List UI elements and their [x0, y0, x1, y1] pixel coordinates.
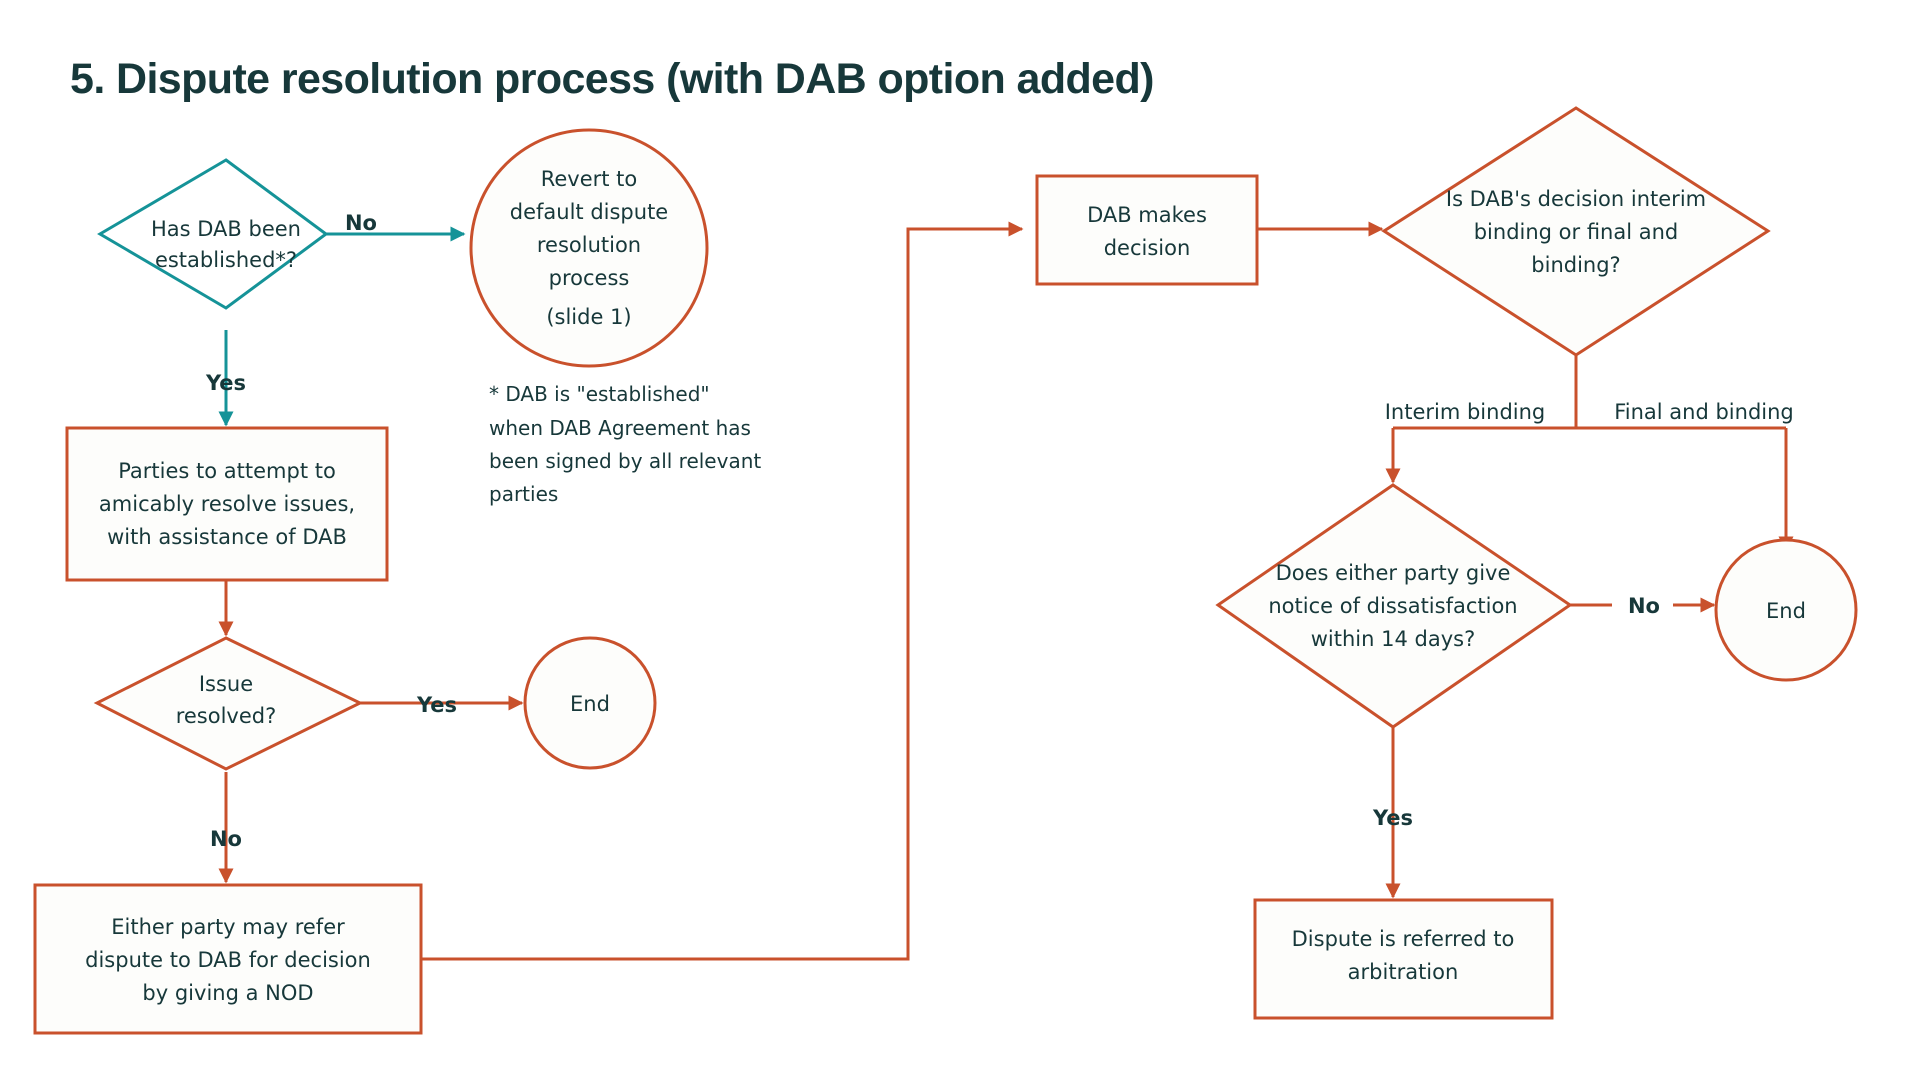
footnote-line-4: parties — [489, 482, 558, 506]
circle-shape — [1714, 538, 1858, 682]
edge-label-interim-binding: Interim binding — [1385, 400, 1546, 424]
connector-refer-to-dabdecision — [421, 221, 1024, 961]
node-label-line-3: binding? — [1531, 253, 1620, 277]
node-label-line-3: resolution — [537, 233, 641, 257]
node-label-line-3: with assistance of DAB — [107, 525, 347, 549]
node-notice-of-dissatisfaction[interactable]: Does either party give notice of dissati… — [1215, 483, 1573, 729]
node-either-party-refer[interactable]: Either party may refer dispute to DAB fo… — [33, 883, 423, 1035]
node-dab-makes-decision[interactable]: DAB makes decision — [1035, 174, 1259, 286]
node-label-line-2: notice of dissatisfaction — [1268, 594, 1517, 618]
node-referred-to-arbitration[interactable]: Dispute is referred to arbitration — [1253, 898, 1554, 1020]
node-label-line-1: Does either party give — [1276, 561, 1511, 585]
edge-label-hasdab-yes: Yes — [205, 371, 246, 395]
edge-label-hasdab-no: No — [345, 211, 377, 235]
rect-shape — [1253, 898, 1554, 1020]
rect-shape — [65, 426, 389, 582]
node-label: End — [570, 692, 610, 716]
node-label-line-1: Either party may refer — [111, 915, 345, 939]
rect-shape — [1035, 174, 1259, 286]
connector-decision-split — [1393, 355, 1786, 430]
node-label-line-4: process — [549, 266, 630, 290]
diamond-shape — [1381, 106, 1771, 357]
edge-label-issue-no: No — [210, 827, 242, 851]
footnote-dab-established: * DAB is "established" when DAB Agreemen… — [489, 382, 761, 506]
edge-label-issue-yes: Yes — [416, 693, 457, 717]
node-parties-attempt-resolve[interactable]: Parties to attempt to amicably resolve i… — [65, 426, 389, 582]
node-label-line-2: arbitration — [1348, 960, 1459, 984]
circle-shape — [523, 636, 657, 770]
page-title: 5. Dispute resolution process (with DAB … — [70, 55, 1154, 103]
diamond-shape — [93, 636, 364, 771]
node-label-line-2: resolved? — [176, 704, 277, 728]
node-label: End — [1766, 599, 1806, 623]
node-end-left[interactable]: End — [523, 636, 657, 770]
node-label-line-1: Parties to attempt to — [118, 459, 336, 483]
edge-label-nod-no: No — [1628, 594, 1660, 618]
node-label-line-3: within 14 days? — [1311, 627, 1475, 651]
node-has-dab-established[interactable]: Has DAB been established*? — [97, 158, 329, 310]
footnote-line-2: when DAB Agreement has — [489, 416, 751, 440]
circle-shape — [469, 128, 709, 368]
edge-label-nod-yes: Yes — [1372, 806, 1413, 830]
node-label-line-2: binding or final and — [1474, 220, 1679, 244]
footnote-line-1: * DAB is "established" — [489, 382, 710, 406]
node-label-line-3: by giving a NOD — [142, 981, 313, 1005]
edge-label-final-and-binding: Final and binding — [1614, 400, 1794, 424]
node-label-line-1: DAB makes — [1087, 203, 1207, 227]
node-revert-default-process[interactable]: Revert to default dispute resolution pro… — [469, 128, 709, 368]
rect-shape — [33, 883, 423, 1035]
node-label-line-1: Issue — [199, 672, 253, 696]
node-label-line-2: default dispute — [510, 200, 668, 224]
node-issue-resolved[interactable]: Issue resolved? — [93, 636, 364, 771]
node-label-line-1: Has DAB been — [151, 217, 301, 241]
node-label-line-1: Is DAB's decision interim — [1446, 187, 1706, 211]
node-label-line-5: (slide 1) — [546, 305, 631, 329]
node-is-dab-decision-binding[interactable]: Is DAB's decision interim binding or fin… — [1381, 106, 1771, 357]
node-label-line-2: dispute to DAB for decision — [85, 948, 371, 972]
node-label-line-1: Revert to — [541, 167, 638, 191]
node-label-line-2: amicably resolve issues, — [99, 492, 355, 516]
diamond-shape — [97, 158, 329, 310]
node-label-line-2: decision — [1104, 236, 1191, 260]
node-label-line-1: Dispute is referred to — [1292, 927, 1515, 951]
node-end-right[interactable]: End — [1714, 538, 1858, 682]
footnote-line-3: been signed by all relevant — [489, 449, 761, 473]
node-label-line-2: established*? — [155, 248, 297, 272]
diamond-shape — [1215, 483, 1573, 729]
